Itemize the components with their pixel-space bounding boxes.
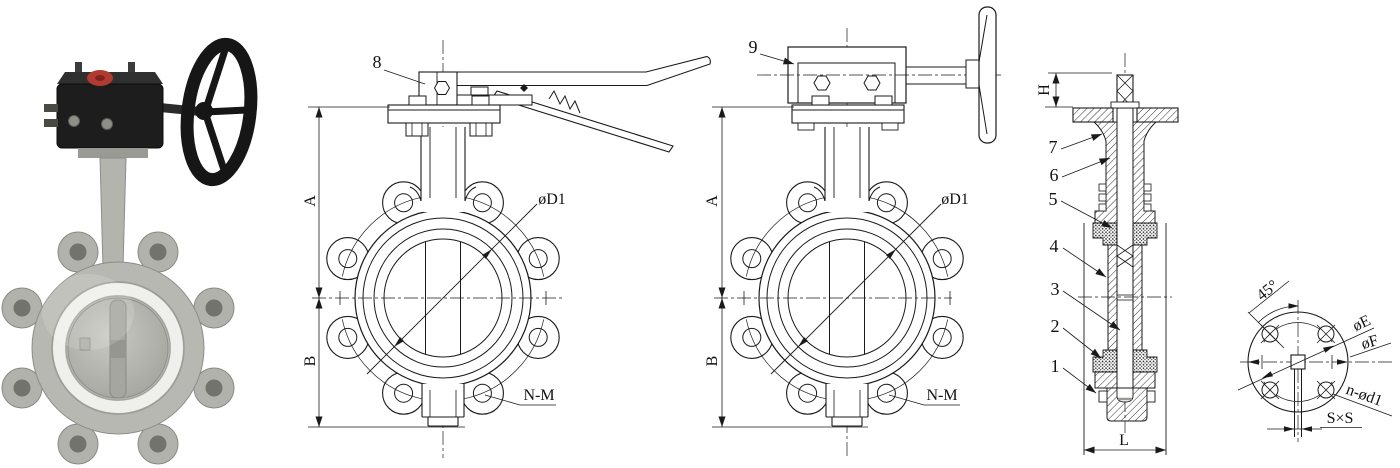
stem-neck-photo — [99, 157, 127, 269]
flange-pattern-view — [1237, 280, 1393, 442]
hand-lever — [418, 55, 711, 153]
callout-2: 2 — [1050, 316, 1060, 336]
callout-7: 7 — [1048, 137, 1058, 157]
seat-top-left — [1092, 222, 1118, 246]
handwheel-side — [906, 6, 997, 144]
section-callout-leaders — [1060, 133, 1121, 394]
front-view-gear — [712, 6, 1004, 458]
callout-9: 9 — [748, 37, 758, 57]
dim-d1-lever: øD1 — [538, 191, 566, 208]
dim-nm-lever: N-M — [523, 387, 555, 404]
callout-9-leader — [759, 53, 795, 65]
disc-hub-left — [1107, 244, 1118, 351]
gland-ridges — [1098, 183, 1152, 212]
section-view — [1045, 53, 1179, 455]
front-view-lever — [308, 40, 711, 458]
stem-square — [1290, 354, 1306, 370]
callout-1: 1 — [1050, 356, 1060, 376]
dim-b-gear: B — [704, 355, 721, 367]
top-flange-left — [1072, 107, 1114, 123]
dim-sxs: S×S — [1326, 410, 1354, 427]
callout-3: 3 — [1050, 279, 1060, 299]
dim-a-gear: A — [704, 195, 721, 207]
disc-hub-right — [1132, 244, 1143, 351]
valve-body-photo — [1, 231, 235, 465]
handwheel-photo — [160, 37, 258, 187]
seat-bottom-right — [1132, 349, 1158, 373]
dim-nm-gear: N-M — [926, 387, 958, 404]
dim-b-lever: B — [302, 355, 319, 367]
dim-a-lever: A — [302, 195, 319, 207]
callout-5: 5 — [1048, 189, 1058, 209]
seat-top-right — [1132, 222, 1158, 246]
dim-d1-gear: øD1 — [941, 191, 969, 208]
mounting-plate — [387, 95, 501, 137]
callout-8-leader — [383, 69, 426, 85]
mounting-plate-gear — [791, 95, 905, 131]
callout-6: 6 — [1049, 165, 1059, 185]
dim-lines-section — [1045, 72, 1166, 454]
dim-l: L — [1119, 432, 1129, 449]
dim-h: H — [1036, 84, 1053, 96]
callout-8: 8 — [372, 52, 382, 72]
dim-lines-lever — [308, 106, 465, 428]
top-flange-right — [1136, 107, 1179, 123]
callout-4: 4 — [1049, 236, 1059, 256]
seat-bottom-left — [1092, 349, 1118, 373]
gearbox — [757, 46, 1004, 104]
dim-lines-gear — [712, 106, 868, 428]
gearbox-photo — [44, 62, 164, 158]
valve-photo — [1, 37, 258, 465]
